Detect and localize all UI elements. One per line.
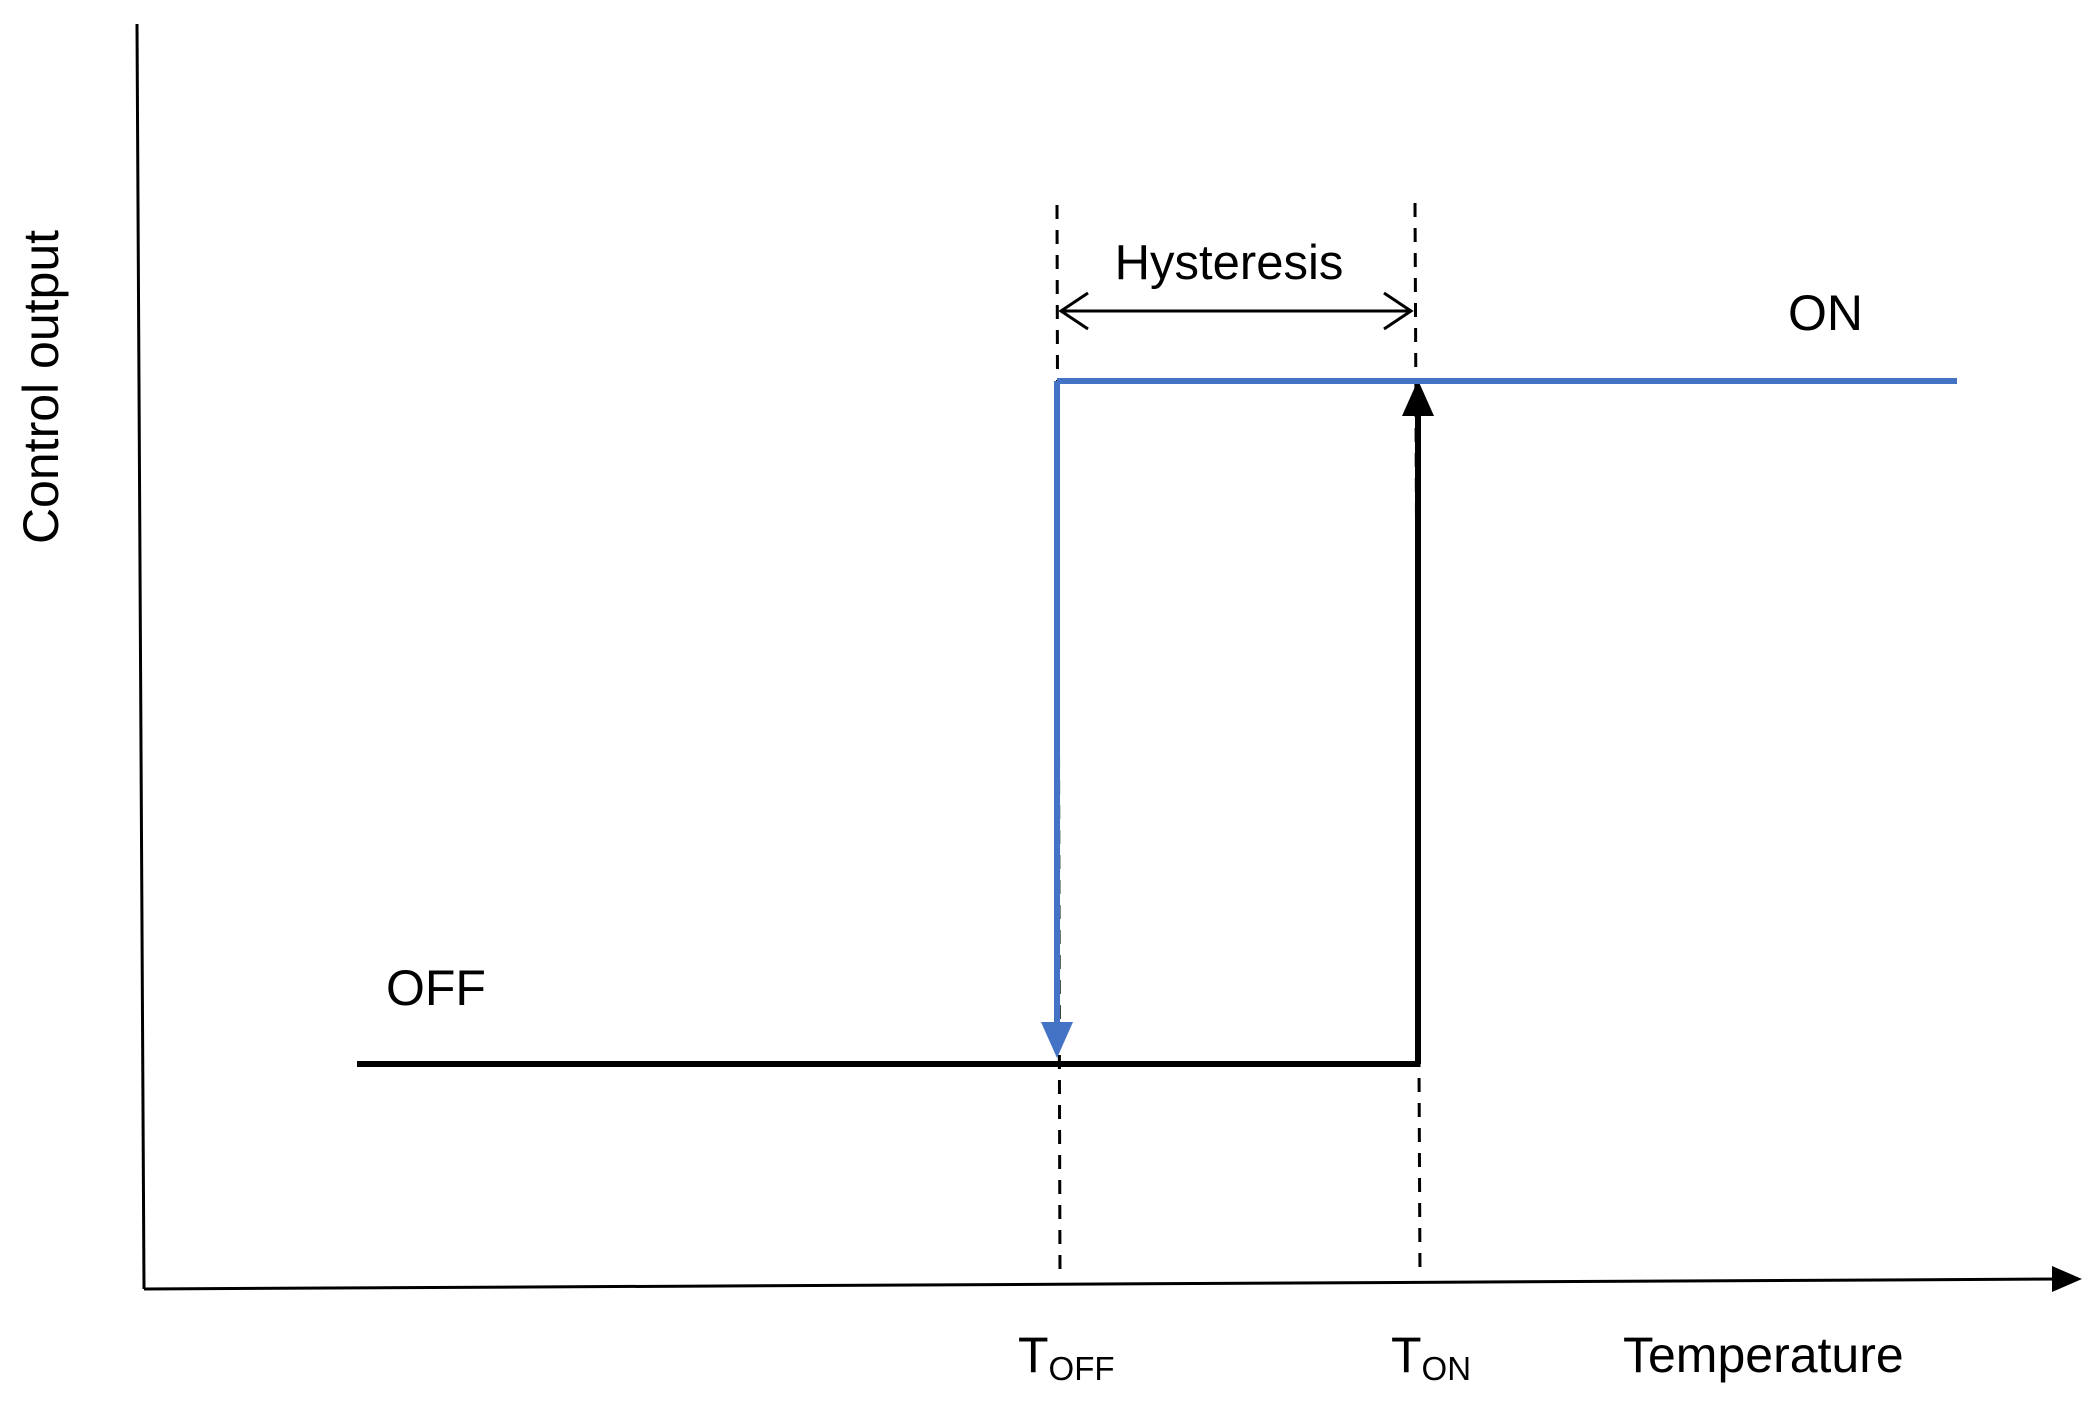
on-state-label: ON [1788,285,1863,341]
hysteresis-label: Hysteresis [1115,236,1344,290]
t-on-label: TON [1391,1327,1471,1387]
t-off-main: T [1018,1327,1049,1383]
t-off-label: TOFF [1018,1327,1115,1387]
switch-on-arrowhead [1402,380,1434,416]
x-axis-arrowhead [2052,1266,2082,1292]
x-axis-label: Temperature [1623,1327,1904,1383]
t-on-main: T [1391,1327,1422,1383]
t-off-subscript: OFF [1049,1350,1115,1387]
y-axis-label: Control output [13,230,69,544]
t-on-subscript: ON [1422,1350,1472,1387]
off-state-label: OFF [386,960,486,1016]
hysteresis-arrow-left-head [1058,291,1089,331]
switch-off-arrowhead [1041,1022,1073,1058]
x-axis-line [143,1277,2063,1291]
hysteresis-arrow-right-head [1383,291,1414,331]
y-axis-line [135,23,146,1290]
